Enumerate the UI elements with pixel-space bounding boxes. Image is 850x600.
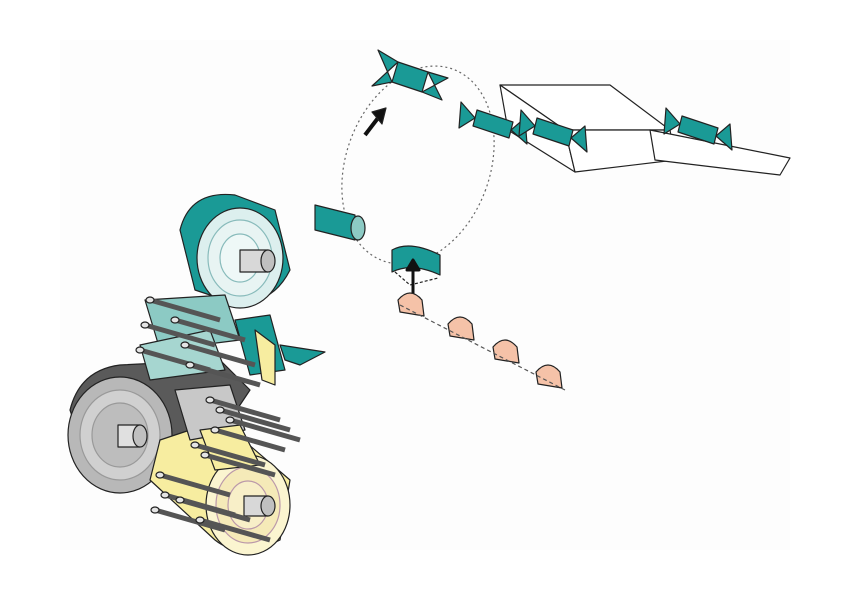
roller-end — [145, 296, 155, 304]
roller-shaft — [144, 322, 216, 348]
wrapped-candy-chute — [458, 101, 733, 153]
roller-end — [135, 346, 145, 354]
roller-shaft — [179, 497, 251, 523]
candy-piece — [492, 339, 520, 364]
roller-shaft — [189, 362, 261, 388]
candy-twist — [458, 101, 476, 129]
roller-end — [170, 316, 180, 324]
roller-end — [160, 491, 170, 499]
roller-end — [195, 516, 205, 524]
roller-end — [210, 426, 220, 434]
candy-twist — [715, 123, 733, 151]
candy-twist — [518, 109, 536, 137]
roller-shaft — [209, 397, 281, 423]
roller-shaft — [219, 407, 291, 433]
roller-end — [215, 406, 225, 414]
unwrapped-candies — [397, 292, 563, 389]
roller-end — [185, 361, 195, 369]
roller-shaft — [214, 427, 286, 453]
roller-end — [150, 506, 160, 514]
rotation-arrow-icon — [363, 107, 387, 137]
roller-end — [140, 321, 150, 329]
candy-piece — [447, 316, 475, 341]
wrapper-sleeve-open — [391, 245, 441, 286]
yellow-film-roll — [149, 419, 291, 556]
output-chute — [499, 84, 791, 176]
wrapped-candy — [677, 115, 719, 145]
teal-film-roll — [179, 193, 291, 309]
candy-piece — [397, 292, 425, 317]
roller-shaft — [154, 507, 226, 533]
candy-feed-line — [399, 304, 566, 391]
roller-shaft — [159, 472, 231, 498]
wrapped-candy-top — [371, 49, 449, 101]
roller-shaft — [194, 442, 266, 468]
wrapped-candy — [532, 117, 574, 147]
roller-end — [225, 416, 235, 424]
roller-end — [205, 396, 215, 404]
roller-end — [190, 441, 200, 449]
guide-rollers — [135, 296, 301, 543]
roller-end — [180, 341, 190, 349]
candy-twist — [570, 125, 588, 153]
roller-end — [155, 471, 165, 479]
wrapped-candy — [472, 109, 514, 139]
roller-shaft — [174, 317, 246, 343]
roller-shaft — [184, 342, 256, 368]
candy-piece — [535, 364, 563, 389]
roller-shaft — [149, 297, 221, 323]
wrapping-orbit — [341, 65, 495, 265]
roller-end — [175, 496, 185, 504]
candy-twist — [663, 107, 681, 135]
roller-shaft — [229, 417, 301, 443]
roller-shaft — [199, 517, 271, 543]
roller-shaft — [204, 452, 276, 478]
wrapper-sleeve-left — [314, 204, 366, 241]
roller-end — [200, 451, 210, 459]
